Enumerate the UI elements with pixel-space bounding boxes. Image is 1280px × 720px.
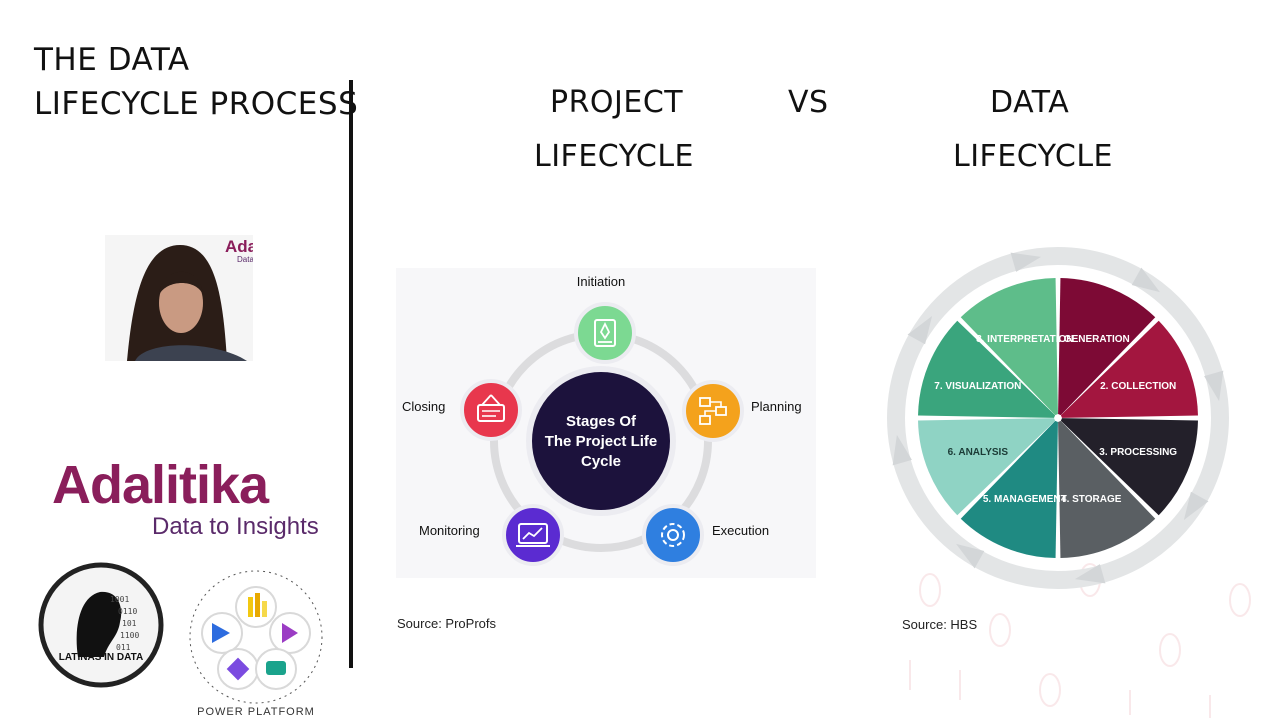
header-project-line2: LIFECYCLE [534, 139, 694, 174]
data-lifecycle-source: Source: HBS [902, 617, 978, 632]
wheel-arrow-1 [1131, 267, 1160, 293]
wheel-arrow-3 [1183, 491, 1209, 520]
chart-monitor-icon [516, 523, 550, 547]
stage-initiation-label: Initiation [576, 274, 626, 289]
stage-execution-label: Execution [712, 523, 770, 538]
adalitika-logo: Adalitika Data to Insights [52, 455, 342, 545]
header-data-line1: DATA [990, 85, 1070, 120]
stage-execution-node [642, 504, 704, 566]
svg-text:1100: 1100 [120, 631, 139, 640]
header-vs: VS [788, 85, 829, 120]
adalitika-logo-tagline: Data to Insights [152, 513, 319, 540]
slide-title-line2: LIFECYCLE PROCESS [34, 86, 359, 122]
slide-title: THE DATA LIFECYCLE PROCESS [34, 38, 358, 126]
center-line3: Cycle [580, 453, 622, 470]
wheel-segment-2 [1060, 320, 1198, 418]
wheel-segment-6 [918, 418, 1056, 516]
vertical-divider [349, 80, 353, 668]
adalitika-logo-name: Adalitika [52, 455, 269, 515]
stage-closing-label: Closing [402, 399, 446, 414]
wheel-arrow-6 [892, 434, 912, 466]
stage-planning-node [682, 380, 744, 442]
slide-title-line1: THE DATA [34, 42, 190, 78]
svg-text:1001: 1001 [110, 595, 129, 604]
power-platform-badge: POWER PLATFORM [180, 565, 332, 720]
wheel-arrow-2 [1204, 370, 1224, 402]
stage-initiation-node [574, 302, 636, 364]
presenter-avatar [105, 235, 253, 361]
wheel-segment-7 [918, 320, 1056, 418]
stage-closing-node [460, 379, 522, 441]
presenter-webcam: Adalitika Data to Insights [105, 235, 253, 361]
wheel-label-1: 1. GENERATION [1053, 334, 1130, 345]
wheel-arrow-8 [1010, 252, 1042, 272]
data-lifecycle-diagram: 1. GENERATION 2. COLLECTION 3. PROCESSING 4… [876, 238, 1246, 608]
wheel-arrow-4 [1074, 564, 1106, 584]
svg-text:011: 011 [116, 643, 131, 652]
latinas-in-data-badge: 1001 0110 101 1100 011 LATINAS IN DATA [38, 562, 164, 688]
stage-monitoring-label: Monitoring [419, 523, 480, 538]
project-lifecycle-source: Source: ProProfs [397, 616, 496, 631]
webcam-logo-name: Adalitika [225, 237, 253, 256]
wheel-label-5: 5. MANAGEMENT [983, 494, 1067, 505]
closed-sign-icon [477, 394, 505, 422]
wheel-label-8: 8. INTERPRETATION [976, 334, 1073, 345]
center-line2: The Project Life [544, 433, 658, 450]
wheel-label-2: 2. COLLECTION [1100, 381, 1176, 392]
header-data-line2: LIFECYCLE [953, 139, 1113, 174]
project-lifecycle-center: Stages Of The Project Life Cycle [529, 412, 673, 472]
wheel-label-7: 7. VISUALIZATION [934, 381, 1021, 392]
wheel-segment-4 [1058, 420, 1156, 558]
center-line1: Stages Of [565, 413, 637, 430]
header-project-line1: PROJECT [550, 85, 684, 120]
svg-text:101: 101 [122, 619, 137, 628]
flowchart-icon [699, 397, 727, 425]
wheel-arrow-7 [907, 316, 933, 345]
wheel-arrow-5 [956, 543, 985, 569]
webcam-logo: Adalitika Data to Insights [225, 237, 253, 264]
wheel-segment-8 [960, 278, 1058, 416]
power-platform-label: POWER PLATFORM [197, 706, 315, 718]
wheel-label-3: 3. PROCESSING [1099, 447, 1177, 458]
project-lifecycle-diagram: Stages Of The Project Life Cycle Initiat… [396, 268, 816, 578]
webcam-logo-tagline: Data to Insights [237, 255, 253, 264]
wheel-label-4: 4. STORAGE [1061, 494, 1122, 505]
latinas-in-data-label: LATINAS IN DATA [58, 652, 144, 663]
wheel-outer-ring [887, 247, 1229, 589]
gear-cycle-icon [661, 523, 685, 547]
svg-text:0110: 0110 [118, 607, 137, 616]
wheel-segment-3 [1060, 418, 1198, 516]
rocket-doc-icon [594, 319, 616, 347]
stage-planning-label: Planning [751, 399, 802, 414]
wheel-segment-5 [960, 420, 1058, 558]
wheel-segment-1 [1058, 278, 1156, 416]
stage-monitoring-node [502, 504, 564, 566]
background-pattern [890, 550, 1280, 720]
wheel-label-6: 6. ANALYSIS [948, 447, 1009, 458]
